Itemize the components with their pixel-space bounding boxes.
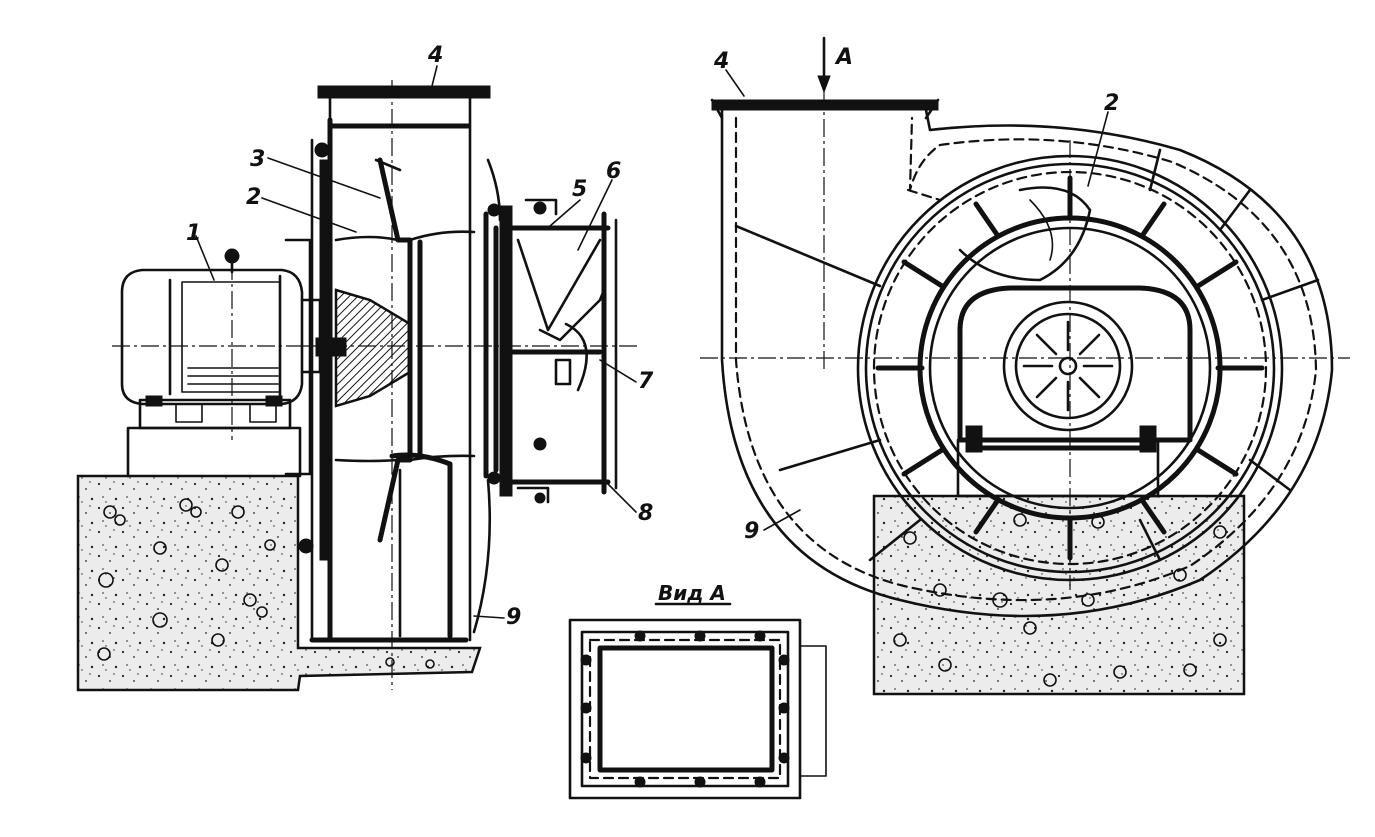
label-7: 7 [638,369,654,394]
impeller [334,157,476,639]
casing-wall [298,117,469,643]
label-arrow-a: A [834,45,853,70]
label-1: 1 [186,221,201,246]
left-foundation [76,474,482,692]
label-3: 3 [250,147,265,172]
electric-motor [120,248,322,407]
label-4-right: 4 [713,49,729,74]
view-a-title: Вид А [658,581,726,605]
front-view: A 4 2 9 [700,36,1350,696]
view-a: Вид А [568,581,827,800]
motor-front [956,285,1193,498]
inlet-box [499,198,618,504]
outlet-flange [317,85,491,642]
label-9-left: 9 [506,605,521,630]
inlet-collar [472,158,502,634]
label-9-right: 9 [744,519,759,544]
label-2-left: 2 [246,185,261,210]
outlet-flange-front [710,98,940,120]
label-4-left: 4 [427,43,443,68]
label-5: 5 [572,177,587,202]
label-8: 8 [638,501,653,526]
label-2-right: 2 [1104,91,1119,116]
spiral-casing [720,108,1334,618]
label-6: 6 [606,159,621,184]
view-arrow-a [817,36,831,94]
side-view: 4 3 2 1 5 6 7 8 9 [76,43,654,692]
